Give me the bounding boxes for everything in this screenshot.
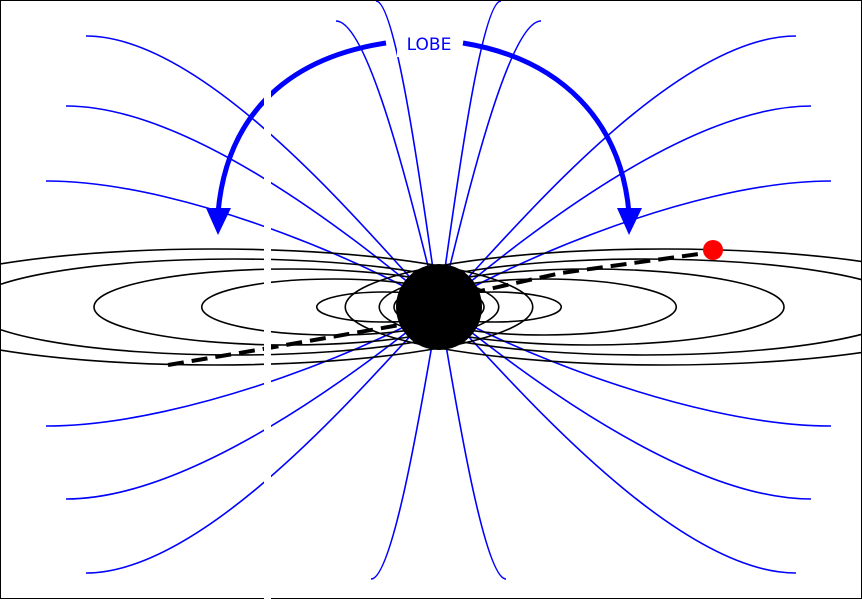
vertical-gap <box>264 1 271 600</box>
field-line <box>45 306 440 427</box>
field-line <box>438 306 832 427</box>
orbit-ellipse <box>344 248 862 366</box>
orbit-ellipse <box>1 248 534 366</box>
left-lobe-arrow <box>215 40 387 214</box>
central-body <box>396 264 482 350</box>
orbit-ellipse <box>378 258 862 356</box>
red-marker-dot <box>703 240 723 260</box>
field-line <box>65 306 440 500</box>
orbit-ellipse <box>1 258 500 356</box>
field-line <box>85 35 440 308</box>
right-arrowhead <box>617 208 642 235</box>
right-lobe-arrow <box>462 40 632 214</box>
dashed-line <box>167 251 707 367</box>
field-line <box>438 306 812 500</box>
lobe-label-bg <box>397 31 461 57</box>
lobe-label: LOBE <box>407 35 452 55</box>
left-arrowhead <box>206 208 231 235</box>
